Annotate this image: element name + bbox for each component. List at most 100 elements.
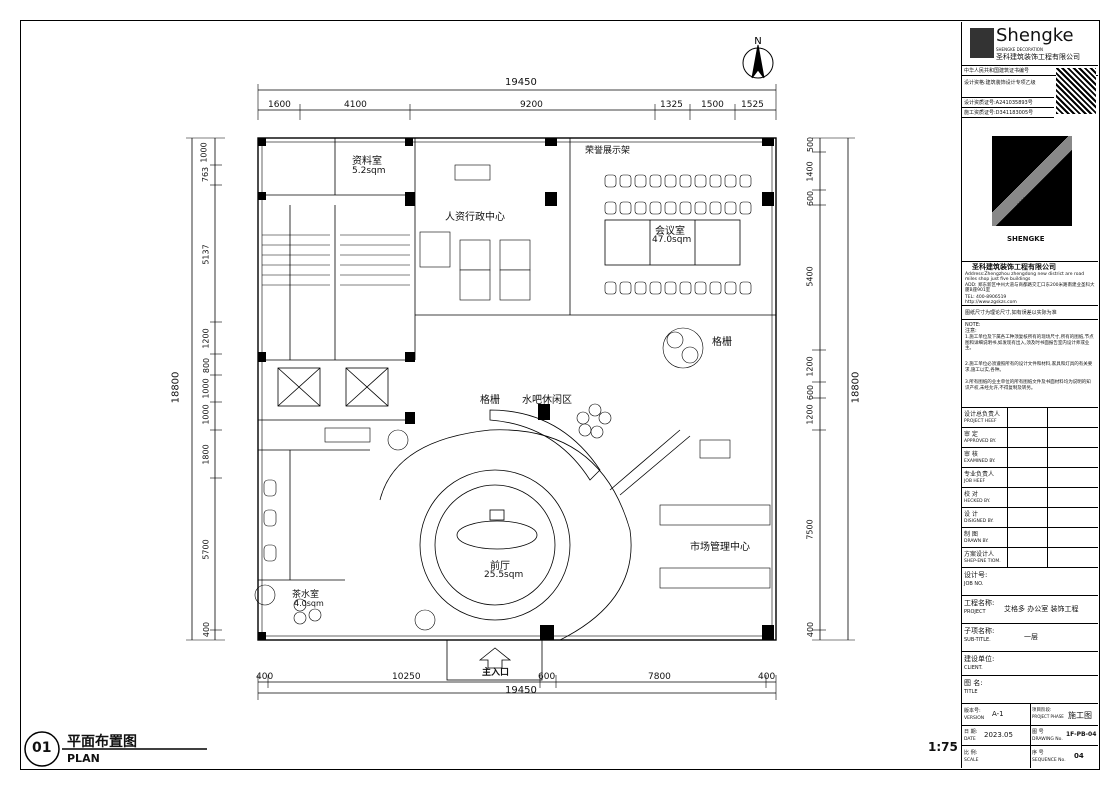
room-bar: 水吧休闲区 <box>522 395 572 406</box>
date-value: 2023.05 <box>984 731 1013 739</box>
dim-right-3: 600 <box>806 190 816 207</box>
brand-name: Shengke <box>996 25 1074 46</box>
subtitle-en: SUB-TITLE. <box>964 637 991 643</box>
address-en: Address:Zhengzhou zhengdong new district… <box>965 272 1085 282</box>
dim-right-2: 1400 <box>805 161 815 182</box>
entrance-label: 主入口 <box>482 668 510 678</box>
brand-sub: SHENGKE DECORATION <box>996 47 1043 52</box>
seq-en: SEQUENCE No. <box>1032 758 1066 763</box>
size-note: 图纸尺寸为理论尺寸,如有误差以实际为准 <box>965 310 1057 316</box>
drawing-title-en: PLAN <box>67 752 100 765</box>
room-tea-area: 4.0sqm <box>294 599 324 608</box>
job-no-en: JOB NO. <box>964 581 984 587</box>
dim-left-3: 5137 <box>201 244 211 265</box>
sign-7-cn: 制 图 <box>964 531 978 538</box>
room-display: 荣誉展示架 <box>585 146 631 156</box>
dim-bottom-5: 400 <box>758 672 776 682</box>
dim-left-6: 1000 <box>201 378 211 399</box>
brand-cn: 圣科建筑装饰工程有限公司 <box>996 53 1080 61</box>
cert-header: 中华人民共和国建筑证书编号 <box>964 68 1030 74</box>
sign-2-cn: 审 定 <box>964 431 978 438</box>
dim-bottom-total: 19450 <box>505 685 537 696</box>
version-en: VERSION <box>964 716 985 721</box>
project-en: PROJECT <box>964 609 986 615</box>
cert-1: 设计资格:建筑装饰设计专项乙级 <box>964 80 1036 86</box>
date-cn: 日 期: <box>964 729 978 735</box>
sign-8-cn: 方案设计人 <box>964 551 995 558</box>
sign-6-cn: 设 计 <box>964 511 978 518</box>
room-archive-area: 5.2sqm <box>352 166 386 176</box>
project-name: 艾格多 办公室 装饰工程 <box>1004 605 1079 613</box>
room-grille-left: 格栅 <box>480 395 500 406</box>
dim-top-2: 4100 <box>344 100 367 110</box>
room-grille-right: 格栅 <box>712 337 732 348</box>
notes-title: NOTE: <box>965 322 981 328</box>
seq-value: 04 <box>1074 752 1084 760</box>
room-meeting: 会议室 <box>655 226 685 237</box>
sign-5-en: HECKED BY. <box>964 499 991 504</box>
sign-4-en: JOB HEEF <box>964 479 986 484</box>
dim-right-7: 1200 <box>805 404 815 425</box>
website: http://www.zgskzs.com <box>965 300 1017 305</box>
dim-left-10: 400 <box>202 621 212 638</box>
tel: TEL: 400-8906519 <box>965 295 1007 300</box>
dim-right-6: 600 <box>806 384 816 401</box>
sign-5-cn: 校 对 <box>964 491 978 498</box>
dim-left-5: 800 <box>202 357 212 374</box>
title-block: Shengke SHENGKE DECORATION 圣科建筑装饰工程有限公司 … <box>961 22 1098 768</box>
qr-code-icon <box>1056 68 1096 114</box>
sign-3-en: EXAMINED BY. <box>964 459 996 464</box>
dim-bottom-2: 10250 <box>392 672 421 682</box>
dim-top-1: 1600 <box>268 100 291 110</box>
cert-3: 施工资质证号:D341183005号 <box>964 110 1034 116</box>
dim-bottom-1: 400 <box>256 672 274 682</box>
phase-en: PROJECT PHASE <box>1032 714 1064 719</box>
drawing-title-cn: 平面布置图 <box>67 734 137 750</box>
dim-top-4: 1325 <box>660 100 683 110</box>
version-cn: 版本号: <box>964 708 981 714</box>
note-2: 2.施工单位必须遵照所有的设计文件和材料,家具和灯具的有关要求,施工以实,各种。 <box>965 362 1093 373</box>
drawing-no-en: DRAWING No. <box>1032 737 1063 742</box>
dim-right-total: 18800 <box>850 371 862 404</box>
drawing-frame <box>20 20 1100 770</box>
floor-plan: N <box>186 36 855 700</box>
sign-4-cn: 专业负责人 <box>964 471 995 478</box>
dim-top-3: 9200 <box>520 100 543 110</box>
cert-2: 设计资质证号:A241035893号 <box>964 100 1033 106</box>
drawing-no-cn: 图 号 <box>1032 729 1044 735</box>
client-en: CLIENT. <box>964 665 983 671</box>
dim-left-7: 1000 <box>201 404 211 425</box>
dim-top-total: 19450 <box>505 77 537 88</box>
room-market: 市场管理中心 <box>690 542 750 553</box>
sign-6-en: DISIGNED BY. <box>964 519 994 524</box>
dim-left-total: 18800 <box>170 371 182 404</box>
room-lobby-area: 25.5sqm <box>484 570 524 580</box>
dim-right-1: 500 <box>806 136 816 153</box>
dim-left-1: 1000 <box>199 142 209 163</box>
dim-left-9: 5700 <box>201 539 211 560</box>
scale-en: SCALE <box>964 758 979 763</box>
sign-7-en: DRAWN BY. <box>964 539 989 544</box>
dim-right-5: 1200 <box>805 356 815 377</box>
logo-text: SHENGKE <box>1007 235 1045 243</box>
sign-2-en: APPROVED BY. <box>964 439 997 444</box>
sign-1-en: PROJECT HEEF <box>964 419 997 424</box>
subtitle-cn: 子项名称: <box>964 627 995 635</box>
dim-left-8: 1800 <box>201 444 211 465</box>
dim-bottom-4: 7800 <box>648 672 671 682</box>
address-cn: ADD: 郑东新区中州大道与商都路交汇口东200米路南建业圣科大厦B座901室 <box>965 283 1095 293</box>
title-cn: 图 名: <box>964 679 983 687</box>
dim-left-2: 763 <box>201 166 211 183</box>
title-en: TITLE <box>964 689 978 695</box>
north-label: N <box>754 36 761 47</box>
date-en: DATE <box>964 737 976 742</box>
dim-right-9: 400 <box>806 621 816 638</box>
dim-right-4: 5400 <box>805 266 815 287</box>
drawing-scale: 1:75 <box>928 740 958 754</box>
client-cn: 建设单位: <box>964 655 995 663</box>
room-meeting-area: 47.0sqm <box>652 235 692 245</box>
dim-right-8: 7500 <box>805 519 815 540</box>
dim-left-4: 1200 <box>201 328 211 349</box>
drawing-no-value: 1F-PB-04 <box>1066 731 1097 738</box>
room-archive: 资料室 <box>352 156 382 167</box>
